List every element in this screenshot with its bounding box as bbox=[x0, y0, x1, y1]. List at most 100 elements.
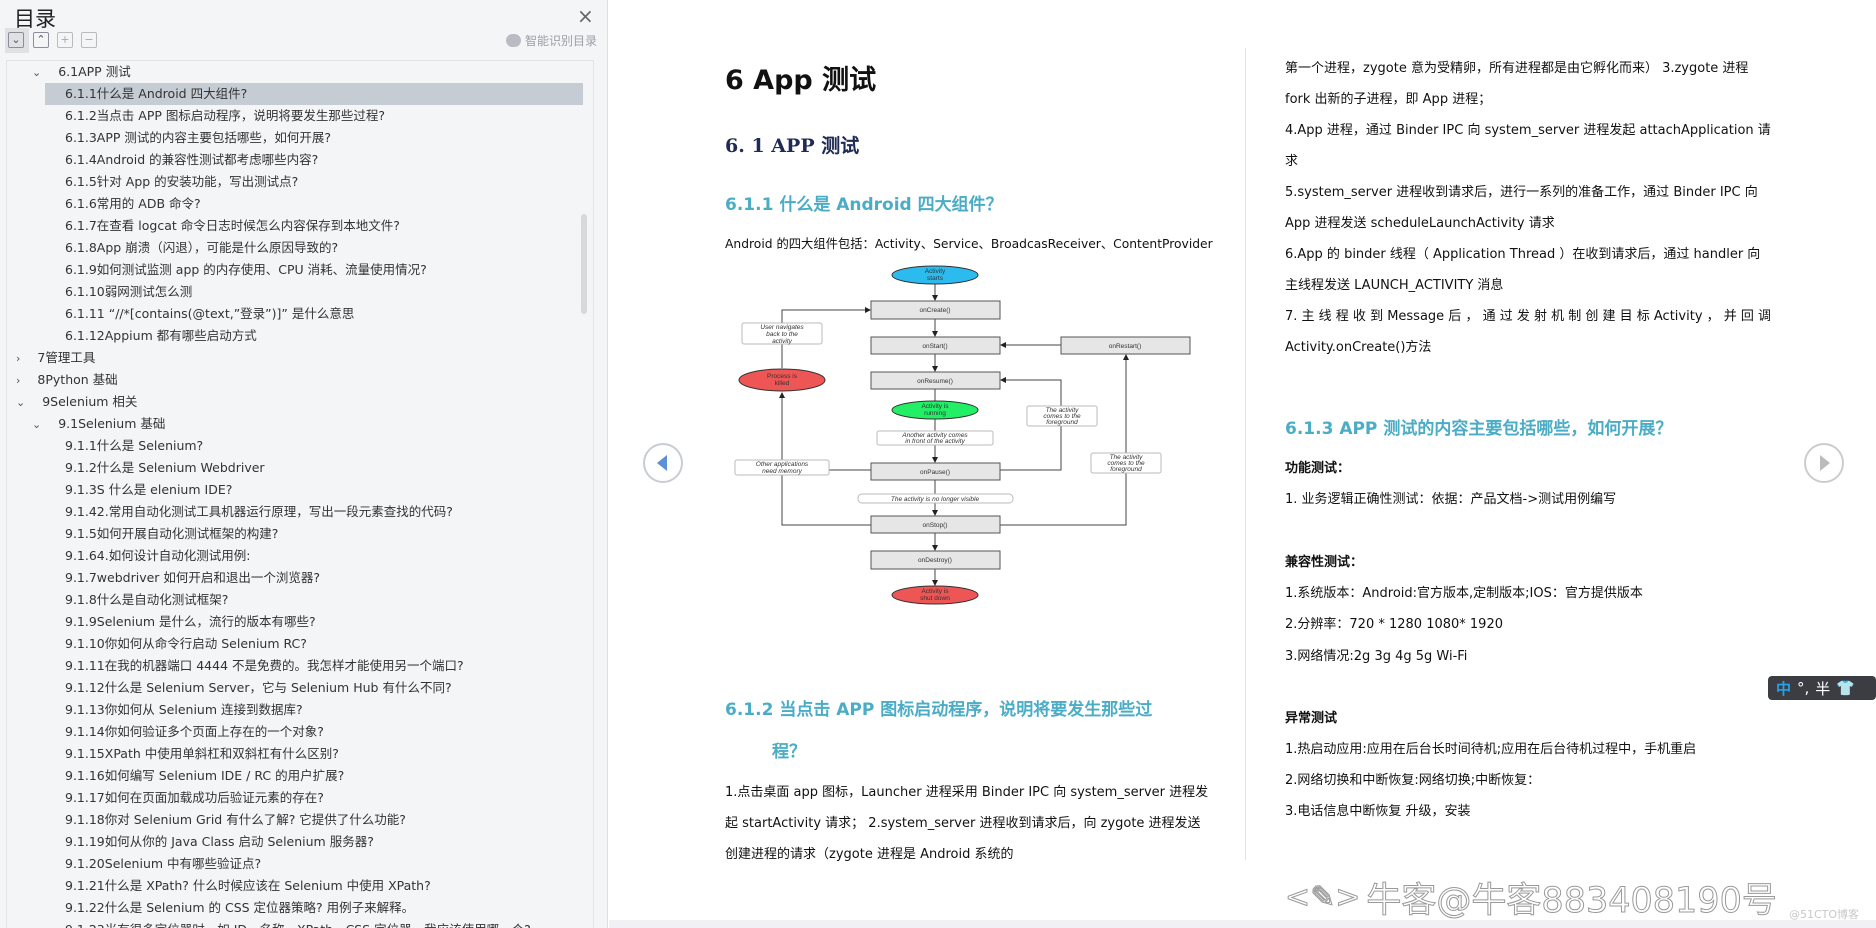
toc-item[interactable]: 9.1.20Selenium 中有哪些验证点? bbox=[7, 853, 593, 875]
toc-item-label: 9.1.15XPath 中使用单斜杠和双斜杠有什么区别? bbox=[65, 746, 339, 761]
svg-text:onPause(): onPause() bbox=[920, 469, 950, 476]
collapse-all-button[interactable]: ⌃ bbox=[33, 32, 49, 48]
toc-item[interactable]: 9.1.64.如何设计自动化测试用例: bbox=[7, 545, 593, 567]
ime-punctuation-toggle[interactable]: °, bbox=[1797, 679, 1810, 697]
toc-item-label: 9.1.12什么是 Selenium Server，它与 Selenium Hu… bbox=[65, 680, 452, 695]
chevron-right-icon[interactable]: › bbox=[16, 352, 21, 365]
functional-test-item: 1. 业务逻辑正确性测试：依据：产品文档->测试用例编写 bbox=[1285, 492, 1617, 507]
toc-item[interactable]: 6.1.3APP 测试的内容主要包括哪些，如何开展? bbox=[7, 127, 593, 149]
remove-entry-button[interactable]: − bbox=[81, 32, 97, 48]
toc-item[interactable]: 6.1.11 “//*[contains(@text,”登录”)]” 是什么意思 bbox=[7, 303, 593, 325]
toc-item[interactable]: 6.1.4Android 的兼容性测试都考虑哪些内容? bbox=[7, 149, 593, 171]
toc-item[interactable]: › 7管理工具 bbox=[7, 347, 593, 369]
toc-item-label: 6.1.1什么是 Android 四大组件? bbox=[65, 86, 248, 101]
next-page-button[interactable] bbox=[1804, 443, 1844, 483]
svg-text:Process is: Process is bbox=[767, 373, 798, 380]
toc-item[interactable]: ›8Python 基础 bbox=[7, 369, 593, 391]
prev-page-button[interactable] bbox=[643, 443, 683, 483]
toc-item-label: 9.1.20Selenium 中有哪些验证点? bbox=[65, 856, 262, 871]
compat-item: 3.网络情况:2g 3g 4g 5g Wi-Fi bbox=[1285, 649, 1468, 664]
toc-item-label: 9.1.19如何从你的 Java Class 启动 Selenium 服务器? bbox=[65, 834, 374, 849]
skin-icon[interactable]: 👕 bbox=[1836, 679, 1855, 697]
abnormal-item: 2.网络切换和中断恢复:网络切换;中断恢复： bbox=[1285, 773, 1541, 788]
toc-item[interactable]: 9.1.3S 什么是 elenium IDE? bbox=[7, 479, 593, 501]
chevron-right-icon[interactable]: › bbox=[16, 374, 21, 387]
toc-item[interactable]: 9.1.8什么是自动化测试框架? bbox=[7, 589, 593, 611]
paragraph-line: 5.system_server 进程收到请求后，进行一系列的准备工作，通过 Bi… bbox=[1285, 185, 1758, 200]
toc-item[interactable]: 9.1.22什么是 Selenium 的 CSS 定位器策略? 用例子来解释。 bbox=[7, 897, 593, 919]
toc-item[interactable]: 9.1.17如何在页面加载成功后验证元素的存在? bbox=[7, 787, 593, 809]
toc-item[interactable]: 9.1.13你如何从 Selenium 连接到数据库? bbox=[7, 699, 593, 721]
svg-text:starts: starts bbox=[927, 275, 944, 282]
toc-item[interactable]: 9.1.15XPath 中使用单斜杠和双斜杠有什么区别? bbox=[7, 743, 593, 765]
close-icon[interactable]: × bbox=[577, 4, 594, 28]
toc-item-label: 9.1.16如何编写 Selenium IDE / RC 的用户扩展? bbox=[65, 768, 345, 783]
toc-item-label: 6.1.7在查看 logcat 命令日志时候怎么内容保存到本地文件? bbox=[65, 218, 400, 233]
smart-toc-button[interactable]: 智能识别目录 bbox=[505, 32, 597, 49]
toc-item[interactable]: 6.1.2当点击 APP 图标启动程序，说明将要发生那些过程? bbox=[7, 105, 593, 127]
toc-item[interactable]: 9.1.9Selenium 是什么，流行的版本有哪些? bbox=[7, 611, 593, 633]
chevron-down-icon[interactable]: ⌄ bbox=[32, 418, 42, 431]
sidebar-scrollbar[interactable] bbox=[581, 214, 587, 314]
toc-item[interactable]: 9.1.7webdriver 如何开启和退出一个浏览器? bbox=[7, 567, 593, 589]
toc-item[interactable]: 6.1.6常用的 ADB 命令? bbox=[7, 193, 593, 215]
toc-item[interactable]: 9.1.14你如何验证多个页面上存在的一个对象? bbox=[7, 721, 593, 743]
toc-item[interactable]: 6.1.5针对 App 的安装功能，写出测试点? bbox=[7, 171, 593, 193]
toc-item[interactable]: ⌄9Selenium 相关 bbox=[7, 391, 593, 413]
toc-item-label: 7管理工具 bbox=[37, 350, 96, 365]
chevron-down-icon[interactable]: ⌄ bbox=[32, 66, 42, 79]
ime-mode-toggle[interactable]: 中 bbox=[1776, 679, 1792, 698]
toc-item-label: 9.1.3S 什么是 elenium IDE? bbox=[65, 482, 233, 497]
toc-item[interactable]: 6.1.9如何测试监测 app 的内存使用、CPU 消耗、流量使用情况? bbox=[7, 259, 593, 281]
toc-item-label: 9.1.22什么是 Selenium 的 CSS 定位器策略? 用例子来解释。 bbox=[65, 900, 415, 915]
paragraph-612-line1: 1.点击桌面 app 图标，Launcher 进程采用 Binder IPC 向… bbox=[725, 785, 1209, 800]
toc-item[interactable]: 9.1.12什么是 Selenium Server，它与 Selenium Hu… bbox=[7, 677, 593, 699]
svg-text:Another activity comes: Another activity comes bbox=[901, 432, 968, 439]
chapter-heading: 6 App 测试 bbox=[725, 65, 877, 96]
add-entry-button[interactable]: + bbox=[57, 32, 73, 48]
toc-item[interactable]: 9.1.1什么是 Selenium? bbox=[7, 435, 593, 457]
chevron-down-icon[interactable]: ⌄ bbox=[16, 396, 26, 409]
toc-item[interactable]: 6.1.12Appium 都有哪些启动方式 bbox=[7, 325, 593, 347]
toc-item[interactable]: 9.1.21什么是 XPath? 什么时候应该在 Selenium 中使用 XP… bbox=[7, 875, 593, 897]
watermark-sub: @51CTO博客 bbox=[1789, 908, 1860, 921]
toc-tree: ⌄6.1APP 测试 6.1.1什么是 Android 四大组件? 6.1.2当点击… bbox=[6, 60, 594, 928]
toc-item[interactable]: 9.1.16如何编写 Selenium IDE / RC 的用户扩展? bbox=[7, 765, 593, 787]
ime-status-bar[interactable]: 中 °, 半 👕 bbox=[1768, 676, 1876, 700]
subsection-heading-611: 6.1.1 什么是 Android 四大组件？ bbox=[725, 195, 1003, 215]
svg-text:Activity: Activity bbox=[925, 268, 946, 275]
toc-item[interactable]: 9.1.2什么是 Selenium Webdriver bbox=[7, 457, 593, 479]
ime-width-toggle[interactable]: 半 bbox=[1815, 679, 1831, 698]
horizontal-scrollbar[interactable] bbox=[609, 920, 1876, 928]
toc-item-label: 9.1.11在我的机器端口 4444 不是免费的。我怎样才能使用另一个端口? bbox=[65, 658, 464, 673]
toc-item-label: 9.1.2什么是 Selenium Webdriver bbox=[65, 460, 265, 475]
toc-item[interactable]: 6.1.10弱网测试怎么测 bbox=[7, 281, 593, 303]
toc-item-label: 6.1.9如何测试监测 app 的内存使用、CPU 消耗、流量使用情况? bbox=[65, 262, 427, 277]
toc-item[interactable]: ⌄9.1Selenium 基础 bbox=[7, 413, 593, 435]
toc-item[interactable]: 9.1.23当有很多定位器时，如 ID、名称、XPath、CSS 定位器，我应该… bbox=[7, 919, 593, 928]
svg-text:onRestart(): onRestart() bbox=[1109, 343, 1142, 350]
toc-item[interactable]: 9.1.11在我的机器端口 4444 不是免费的。我怎样才能使用另一个端口? bbox=[7, 655, 593, 677]
toc-item-label: 6.1.6常用的 ADB 命令? bbox=[65, 196, 201, 211]
toc-item[interactable]: 9.1.19如何从你的 Java Class 启动 Selenium 服务器? bbox=[7, 831, 593, 853]
svg-text:back to the: back to the bbox=[766, 331, 798, 338]
toc-item[interactable]: 9.1.18你对 Selenium Grid 有什么了解? 它提供了什么功能? bbox=[7, 809, 593, 831]
toc-item[interactable]: 6.1.8App 崩溃（闪退），可能是什么原因导致的? bbox=[7, 237, 593, 259]
toc-item[interactable]: 9.1.5如何开展自动化测试框架的构建? bbox=[7, 523, 593, 545]
toc-item[interactable]: 6.1.1什么是 Android 四大组件? bbox=[7, 83, 593, 105]
expand-all-button[interactable]: ⌄ bbox=[8, 32, 24, 48]
toc-item[interactable]: 9.1.10你如何从命令行启动 Selenium RC? bbox=[7, 633, 593, 655]
column-divider bbox=[1245, 48, 1246, 860]
paragraph-612-line3: 创建进程的请求（zygote 进程是 Android 系统的 bbox=[725, 847, 1014, 862]
toc-item[interactable]: 9.1.42.常用自动化测试工具机器运行原理，写出一段元素查找的代码? bbox=[7, 501, 593, 523]
toc-item[interactable]: ⌄6.1APP 测试 bbox=[7, 61, 593, 83]
toc-item[interactable]: 6.1.7在查看 logcat 命令日志时候怎么内容保存到本地文件? bbox=[7, 215, 593, 237]
onresume-box: onResume() bbox=[870, 371, 1001, 390]
onstop-box: onStop() bbox=[870, 515, 1001, 534]
toc-item-label: 9.1.64.如何设计自动化测试用例: bbox=[65, 548, 251, 563]
